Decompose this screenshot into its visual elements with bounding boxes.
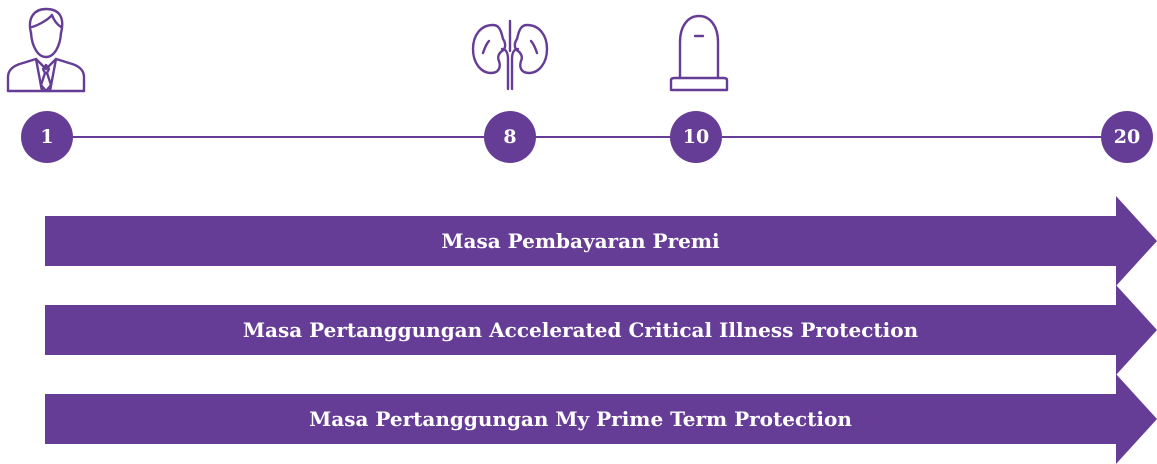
critical-illness-coverage-arrow: Masa Pertanggungan Accelerated Critical … [45,285,1157,375]
timeline-segment-10-20 [722,136,1101,138]
arrow-label: Masa Pertanggungan My Prime Term Protect… [309,407,852,431]
timeline-marker-year-8: 8 [484,111,536,163]
arrow-label: Masa Pertanggungan Accelerated Critical … [242,318,919,342]
timeline-marker-year-10: 10 [670,111,722,163]
arrow-label: Masa Pembayaran Premi [441,229,720,253]
timeline-marker-year-1: 1 [21,111,73,163]
term-protection-coverage-arrow: Masa Pertanggungan My Prime Term Protect… [45,374,1157,464]
timeline-segment-1-8 [73,136,485,138]
timeline-segment-8-10 [535,136,672,138]
kidney-icon [469,15,551,91]
timeline-marker-year-20: 20 [1101,111,1153,163]
person-icon [5,5,87,93]
tombstone-icon [668,12,730,92]
premium-payment-period-arrow: Masa Pembayaran Premi [45,196,1157,286]
